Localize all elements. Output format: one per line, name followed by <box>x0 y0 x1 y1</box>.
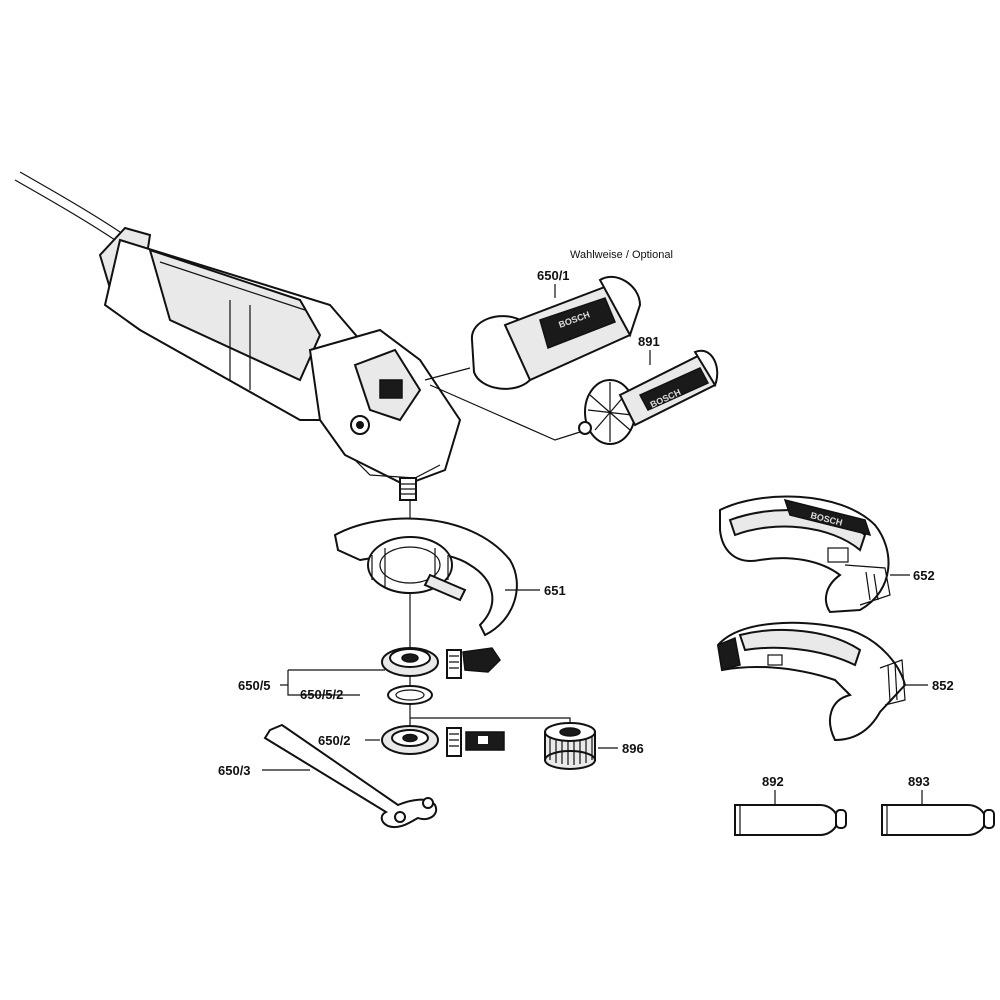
nut-detail-icon-650-2 <box>446 727 505 757</box>
label-650-2: 650/2 <box>318 733 351 748</box>
cutting-guard-852 <box>716 621 907 742</box>
label-891: 891 <box>638 334 660 349</box>
label-650-5: 650/5 <box>238 678 271 693</box>
bracket-650-5 <box>287 669 385 696</box>
label-650-3: 650/3 <box>218 763 251 778</box>
optional-note: Wahlweise / Optional <box>570 249 673 261</box>
angle-grinder-body <box>14 171 462 501</box>
label-650-1: 650/1 <box>537 268 570 283</box>
label-651: 651 <box>544 583 566 598</box>
two-pin-spanner-650-3 <box>263 723 438 828</box>
label-650-5-2: 650/5/2 <box>300 687 343 702</box>
flange-detail-icon-650-5 <box>446 647 501 679</box>
label-893: 893 <box>908 774 930 789</box>
label-852: 852 <box>932 678 954 693</box>
mounting-flange-650-5 <box>381 647 439 677</box>
label-896: 896 <box>622 741 644 756</box>
wheel-guard-651 <box>333 517 518 637</box>
alt-nut-leader <box>410 717 571 728</box>
grease-tube-893 <box>881 804 995 836</box>
handle-leader-line-2 <box>429 384 581 441</box>
clamping-nut-650-2 <box>381 725 439 755</box>
grease-tube-892 <box>734 804 847 836</box>
side-handle-891: BOSCH <box>578 349 719 445</box>
handle-leader-line <box>424 367 471 381</box>
label-652: 652 <box>913 568 935 583</box>
quick-clamping-nut-896 <box>544 722 596 770</box>
label-892: 892 <box>762 774 784 789</box>
cutting-guard-652: BOSCH <box>719 495 891 614</box>
side-handle-650-1: BOSCH <box>470 275 642 390</box>
o-ring-650-5-2 <box>387 685 433 705</box>
